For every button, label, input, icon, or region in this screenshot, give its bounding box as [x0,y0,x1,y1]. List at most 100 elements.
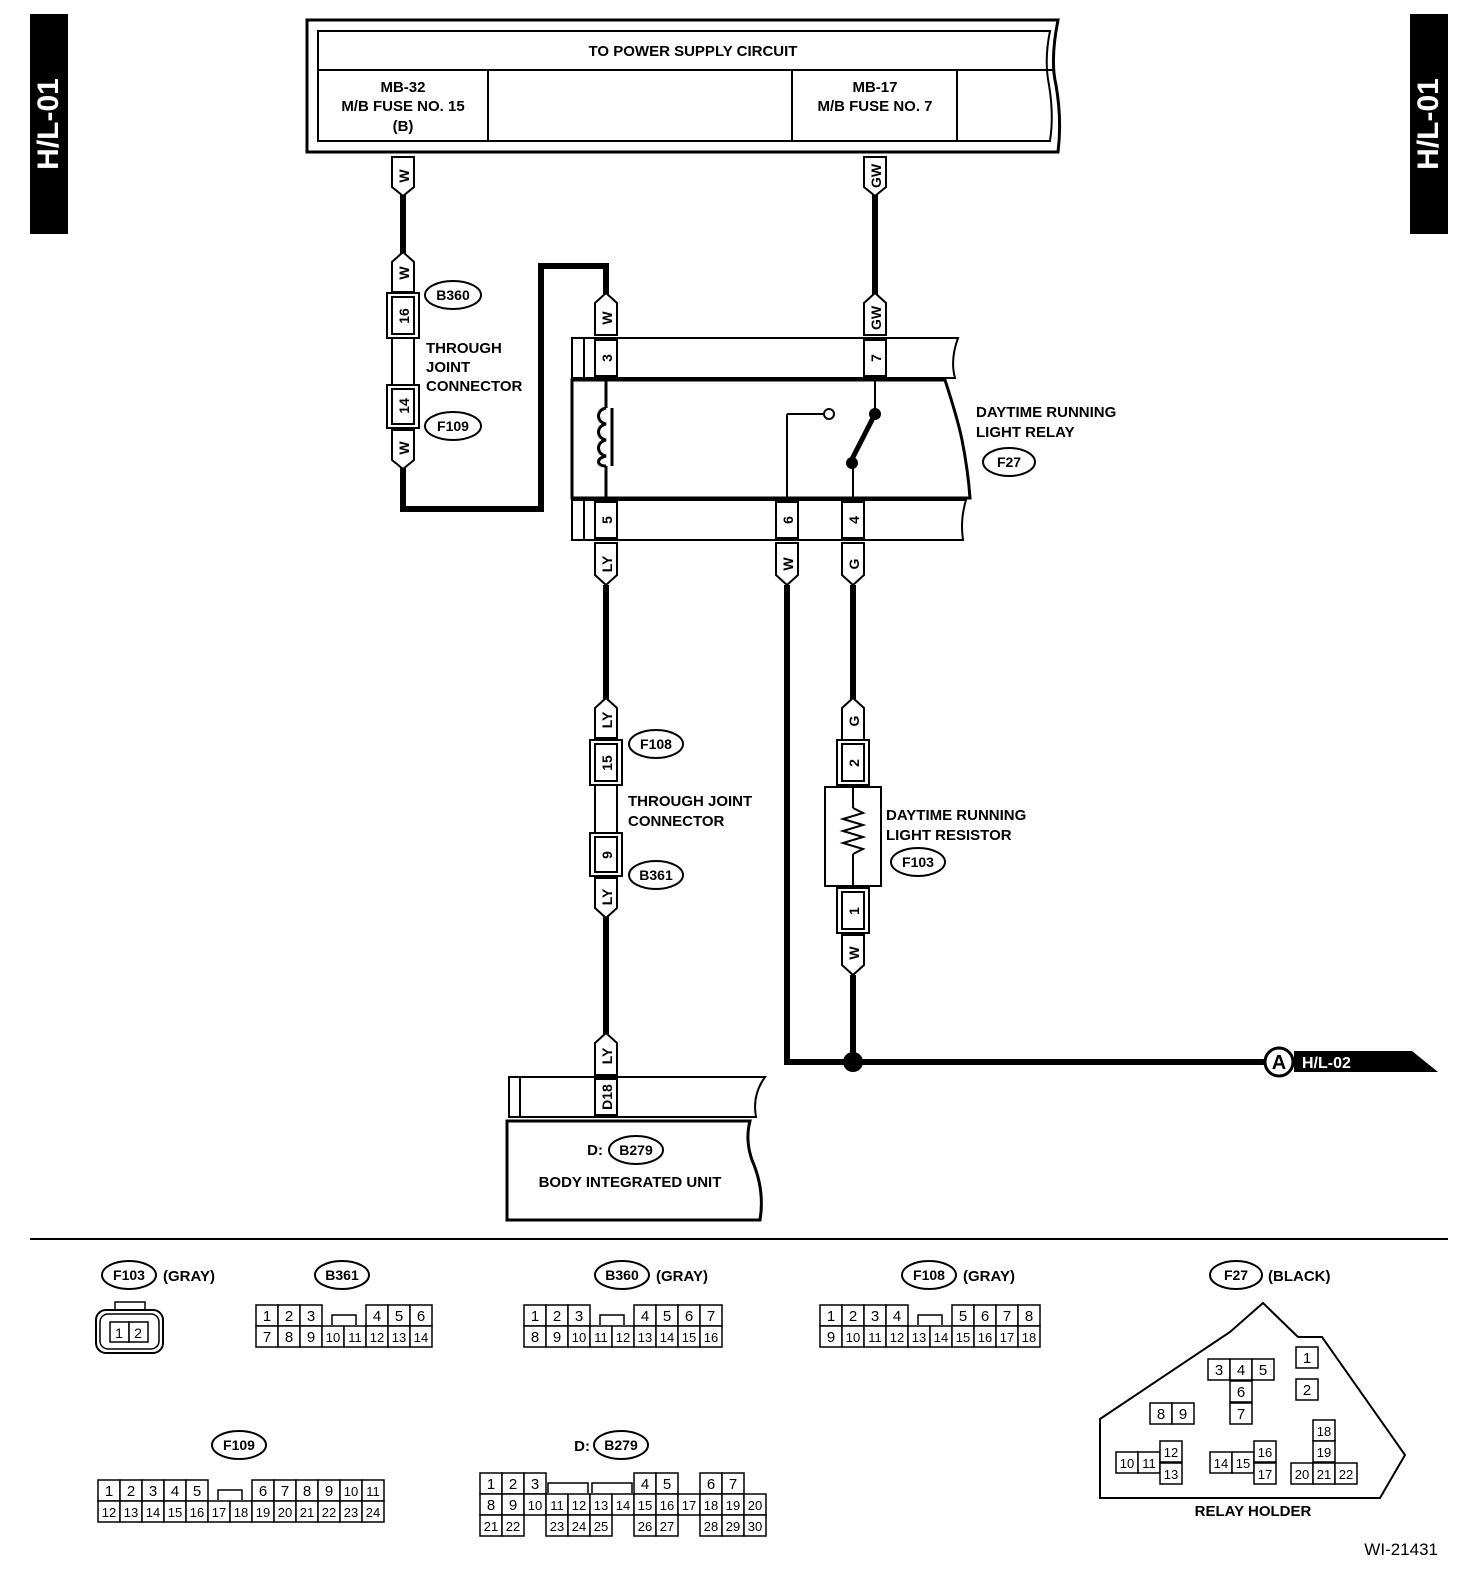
svg-text:F108: F108 [640,736,672,752]
f108-pin-3-label: 3 [871,1308,879,1325]
b360-pin-6-label: 6 [685,1308,693,1325]
f27-pin-21-label: 21 [1317,1467,1331,1482]
connector-view-f103: F103 (GRAY) 1 2 [95,1260,215,1354]
connector-key [591,1482,633,1493]
f27-pin-7 [1229,1402,1253,1425]
daytime-running-light-relay: 3 7 5 6 4 DAYTIME RUNNING LIGHT R [570,337,1116,541]
f27-pin-19-label: 19 [1317,1445,1331,1460]
b279-pin-3-label: 3 [531,1476,539,1493]
svg-text:G: G [846,715,862,726]
b279-pin-27-label: 27 [660,1519,674,1534]
f27-pin-12-label: 12 [1164,1445,1178,1460]
svg-text:(GRAY): (GRAY) [163,1268,215,1285]
resistor-label-1: DAYTIME RUNNING [886,807,1026,824]
f108-pin-18 [1017,1325,1041,1348]
f109-pin-21-label: 21 [300,1505,314,1520]
f108-pin-1-label: 1 [827,1308,835,1325]
b361-pin-3-label: 3 [307,1308,315,1325]
b279-pin-19-label: 19 [726,1498,740,1513]
f109-pin-8-label: 8 [303,1483,311,1500]
b361-pin-14-label: 14 [414,1330,428,1345]
wire-tag-w-3: W [391,429,415,471]
f109-pin-7-label: 7 [281,1483,289,1500]
b361-pin-6-label: 6 [417,1308,425,1325]
f109-pin-24 [361,1500,385,1523]
b279-pin-23-label: 23 [550,1519,564,1534]
wire-tag-w-1: W [391,156,415,198]
svg-text:W: W [396,441,412,455]
svg-text:B360: B360 [436,287,470,303]
b279-pin-24-label: 24 [572,1519,586,1534]
f108-pin-10-label: 10 [846,1330,860,1345]
body-unit-prefix: D: [587,1142,603,1159]
wire-tag-ly-2: LY [594,696,618,739]
b279-pin-21-label: 21 [484,1519,498,1534]
f109-pin-17-label: 17 [212,1505,226,1520]
b279-pin-14-label: 14 [616,1498,630,1513]
relay-switch-symbol [786,378,878,500]
through-joint-connector-b360: 16 14 B360 F109 THROUGH JOINT CONNECTOR [386,280,523,441]
b279-pin-13-label: 13 [594,1498,608,1513]
b360-pin-12-label: 12 [616,1330,630,1345]
f109-pin-14-label: 14 [146,1505,160,1520]
f27-pin-6-label: 6 [1237,1384,1245,1401]
b360-pin-15-label: 15 [682,1330,696,1345]
f109-pin-20-label: 20 [278,1505,292,1520]
f108-tag [628,729,684,759]
svg-text:F109: F109 [437,418,469,434]
f109-pin-1-label: 1 [105,1483,113,1500]
b279-pin-27 [655,1514,679,1537]
b361-pin-4-label: 4 [373,1308,381,1325]
f27-pin-22 [1334,1462,1358,1485]
f27-pin-13-label: 13 [1164,1467,1178,1482]
svg-text:F27: F27 [1224,1267,1248,1283]
b361-tag [628,860,684,890]
connector-key [331,1314,357,1325]
svg-text:F109: F109 [223,1437,255,1453]
f109-pin-24-label: 24 [366,1505,380,1520]
b279-pin-7-label: 7 [729,1476,737,1493]
f27-pin-11-label: 11 [1142,1456,1156,1471]
wire-tag-gw-1: GW [863,156,887,198]
f109-pin-5-label: 5 [193,1483,201,1500]
through-joint-label-2: JOINT [426,359,470,376]
b360-pin-16 [699,1325,723,1348]
f27-pin-2 [1295,1378,1319,1401]
svg-text:B360: B360 [605,1267,639,1283]
f27-pin-13 [1159,1462,1183,1485]
resistor-label-2: LIGHT RESISTOR [886,827,1012,844]
svg-text:LY: LY [599,888,615,905]
wire-tag-w-5: W [775,542,799,587]
f109-pin-3-label: 3 [149,1483,157,1500]
f27-pin-7-label: 7 [1237,1406,1245,1423]
b360-pin-label: 16 [396,308,412,324]
f109-pin-12-label: 12 [102,1505,116,1520]
f109-tag [424,411,482,441]
f27-pin-4-label: 4 [1237,1362,1245,1379]
b360-pin-11-label: 11 [594,1330,608,1345]
svg-text:(BLACK): (BLACK) [1268,1268,1330,1285]
f109-pin-6-label: 6 [259,1483,267,1500]
through-joint-2-label-1: THROUGH JOINT [628,793,752,810]
b360-pin-9-label: 9 [553,1329,561,1346]
b279-pin-30 [743,1514,767,1537]
f27-pin-17-label: 17 [1258,1467,1272,1482]
b279-pin-25 [589,1514,613,1537]
wire-tags: W GW W W W GW LY W G LY LY G W LY [391,156,887,1076]
svg-text:D:: D: [574,1438,590,1455]
f27-pin-5-label: 5 [1259,1362,1267,1379]
b360-pin-16-label: 16 [704,1330,718,1345]
f27-pin-16 [1253,1440,1277,1463]
b360-pin-5-label: 5 [663,1308,671,1325]
resistor-pin-1: 1 [846,907,862,915]
b360-pin-7-label: 7 [707,1308,715,1325]
b360-pin-10-label: 10 [572,1330,586,1345]
relay-label-2: LIGHT RELAY [976,424,1075,441]
b361-pin-14 [409,1325,433,1348]
figure-id: WI-21431 [1364,1540,1438,1559]
b279-pin-17-label: 17 [682,1498,696,1513]
